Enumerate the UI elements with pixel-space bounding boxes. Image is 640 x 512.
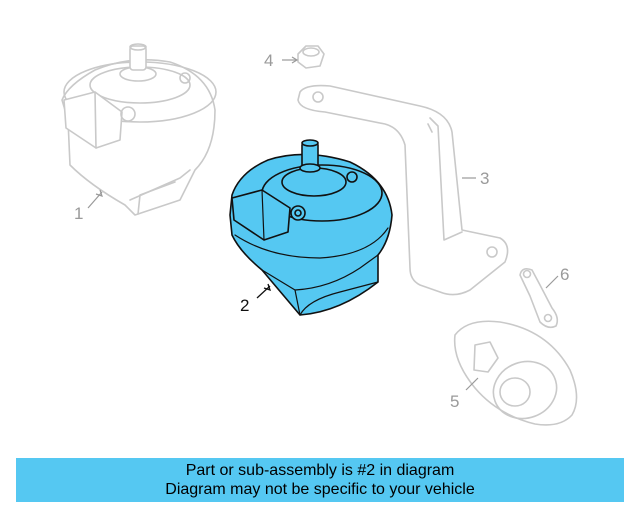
banner-line-part-info: Part or sub-assembly is #2 in diagram <box>185 462 455 479</box>
callout-2: 2 <box>240 296 249 315</box>
part-6-small-bracket-ghost <box>519 268 559 329</box>
callout-leaders <box>87 56 559 391</box>
callout-4: 4 <box>264 51 273 70</box>
callout-3: 3 <box>480 169 489 188</box>
callout-1: 1 <box>74 204 83 223</box>
callout-6: 6 <box>560 265 569 284</box>
banner-line-disclaimer: Diagram may not be specific to your vehi… <box>165 481 475 498</box>
part-2-horn-highlighted <box>229 139 393 316</box>
part-1-horn-ghost <box>61 43 217 216</box>
info-banner: Part or sub-assembly is #2 in diagram Di… <box>16 458 624 502</box>
part-3-bracket-ghost <box>297 84 509 296</box>
callout-5: 5 <box>450 392 459 411</box>
exploded-parts-diagram: 1 2 3 4 5 6 <box>61 43 578 426</box>
part-5-horn-ghost <box>453 320 578 426</box>
part-4-nut-ghost <box>297 45 325 69</box>
